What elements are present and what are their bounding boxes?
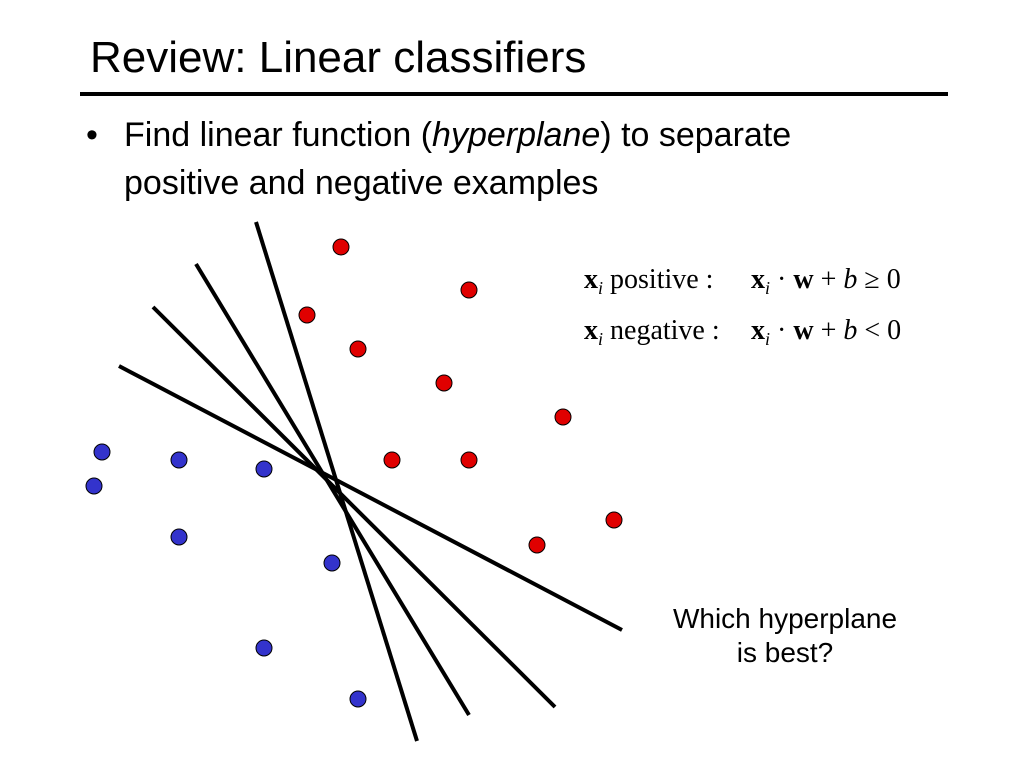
positive-point xyxy=(605,511,623,529)
positive-point xyxy=(298,306,316,324)
negative-point xyxy=(170,528,188,546)
negative-point xyxy=(255,639,273,657)
equation-negative: xi negative : xi · w + b < 0 xyxy=(584,313,901,357)
positive-point xyxy=(383,451,401,469)
positive-point xyxy=(332,238,350,256)
equation-expression: xi · w + b < 0 xyxy=(751,315,902,349)
title-divider xyxy=(80,92,948,96)
bullet-text-before: Find linear function ( xyxy=(124,116,433,154)
negative-point xyxy=(85,477,103,495)
positive-point xyxy=(528,536,546,554)
positive-point xyxy=(435,374,453,392)
positive-point xyxy=(349,340,367,358)
bullet-text-line-2: positive and negative examples xyxy=(124,164,599,202)
equation-expression: xi · w + b ≥ 0 xyxy=(751,264,901,298)
positive-point xyxy=(554,408,572,426)
equation-label: xi negative : xyxy=(584,315,720,349)
bullet-text-after: ) to separate xyxy=(600,116,792,154)
hyperplane-line xyxy=(151,305,557,709)
hyperplane-line xyxy=(194,262,471,717)
slide-title: Review: Linear classifiers xyxy=(90,33,587,82)
bullet-marker: • xyxy=(86,116,98,154)
negative-point xyxy=(93,443,111,461)
positive-point xyxy=(460,451,478,469)
equation-label: xi positive : xyxy=(584,264,714,298)
positive-point xyxy=(460,281,478,299)
negative-point xyxy=(255,460,273,478)
question-text: Which hyperplane is best? xyxy=(672,603,898,668)
data-points xyxy=(85,238,623,708)
bullet-text-italic: hyperplane xyxy=(432,116,601,154)
bullet-text-line-1: Find linear function (hyperplane) to sep… xyxy=(124,112,791,158)
hyperplane-line xyxy=(118,364,623,632)
equation-positive: xi positive : xi · w + b ≥ 0 xyxy=(584,262,901,306)
negative-point xyxy=(323,554,341,572)
negative-point xyxy=(349,690,367,708)
negative-point xyxy=(170,451,188,469)
hyperplanes xyxy=(118,221,623,742)
